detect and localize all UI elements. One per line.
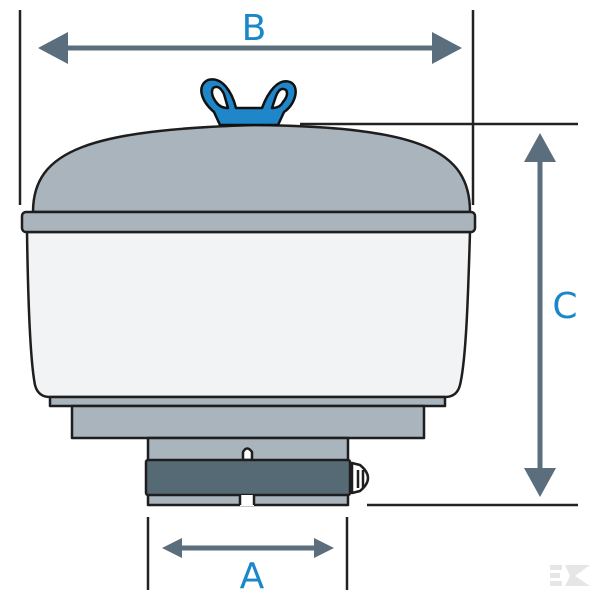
rim-band xyxy=(20,210,477,234)
bowl xyxy=(25,230,472,399)
filter-body xyxy=(20,123,477,507)
base-block xyxy=(70,404,426,440)
dimension-arrows xyxy=(38,32,556,558)
neck-gap xyxy=(240,495,254,506)
extension-lines xyxy=(18,10,578,590)
dimension-label-a: A xyxy=(240,556,265,597)
neck-slot xyxy=(241,447,254,462)
hose-clamp xyxy=(144,458,352,497)
clamp-screw xyxy=(350,461,370,495)
dimension-label-c: C xyxy=(552,286,577,327)
dimension-arrow-a xyxy=(162,538,334,558)
dimension-arrow-b xyxy=(38,32,462,64)
wingnut-icon xyxy=(200,78,297,127)
dome-cover xyxy=(31,123,472,214)
dimension-label-b: B xyxy=(242,8,267,49)
dimension-arrow-c xyxy=(524,133,556,497)
lower-rim xyxy=(48,395,447,408)
brand-watermark-logo xyxy=(550,565,590,586)
